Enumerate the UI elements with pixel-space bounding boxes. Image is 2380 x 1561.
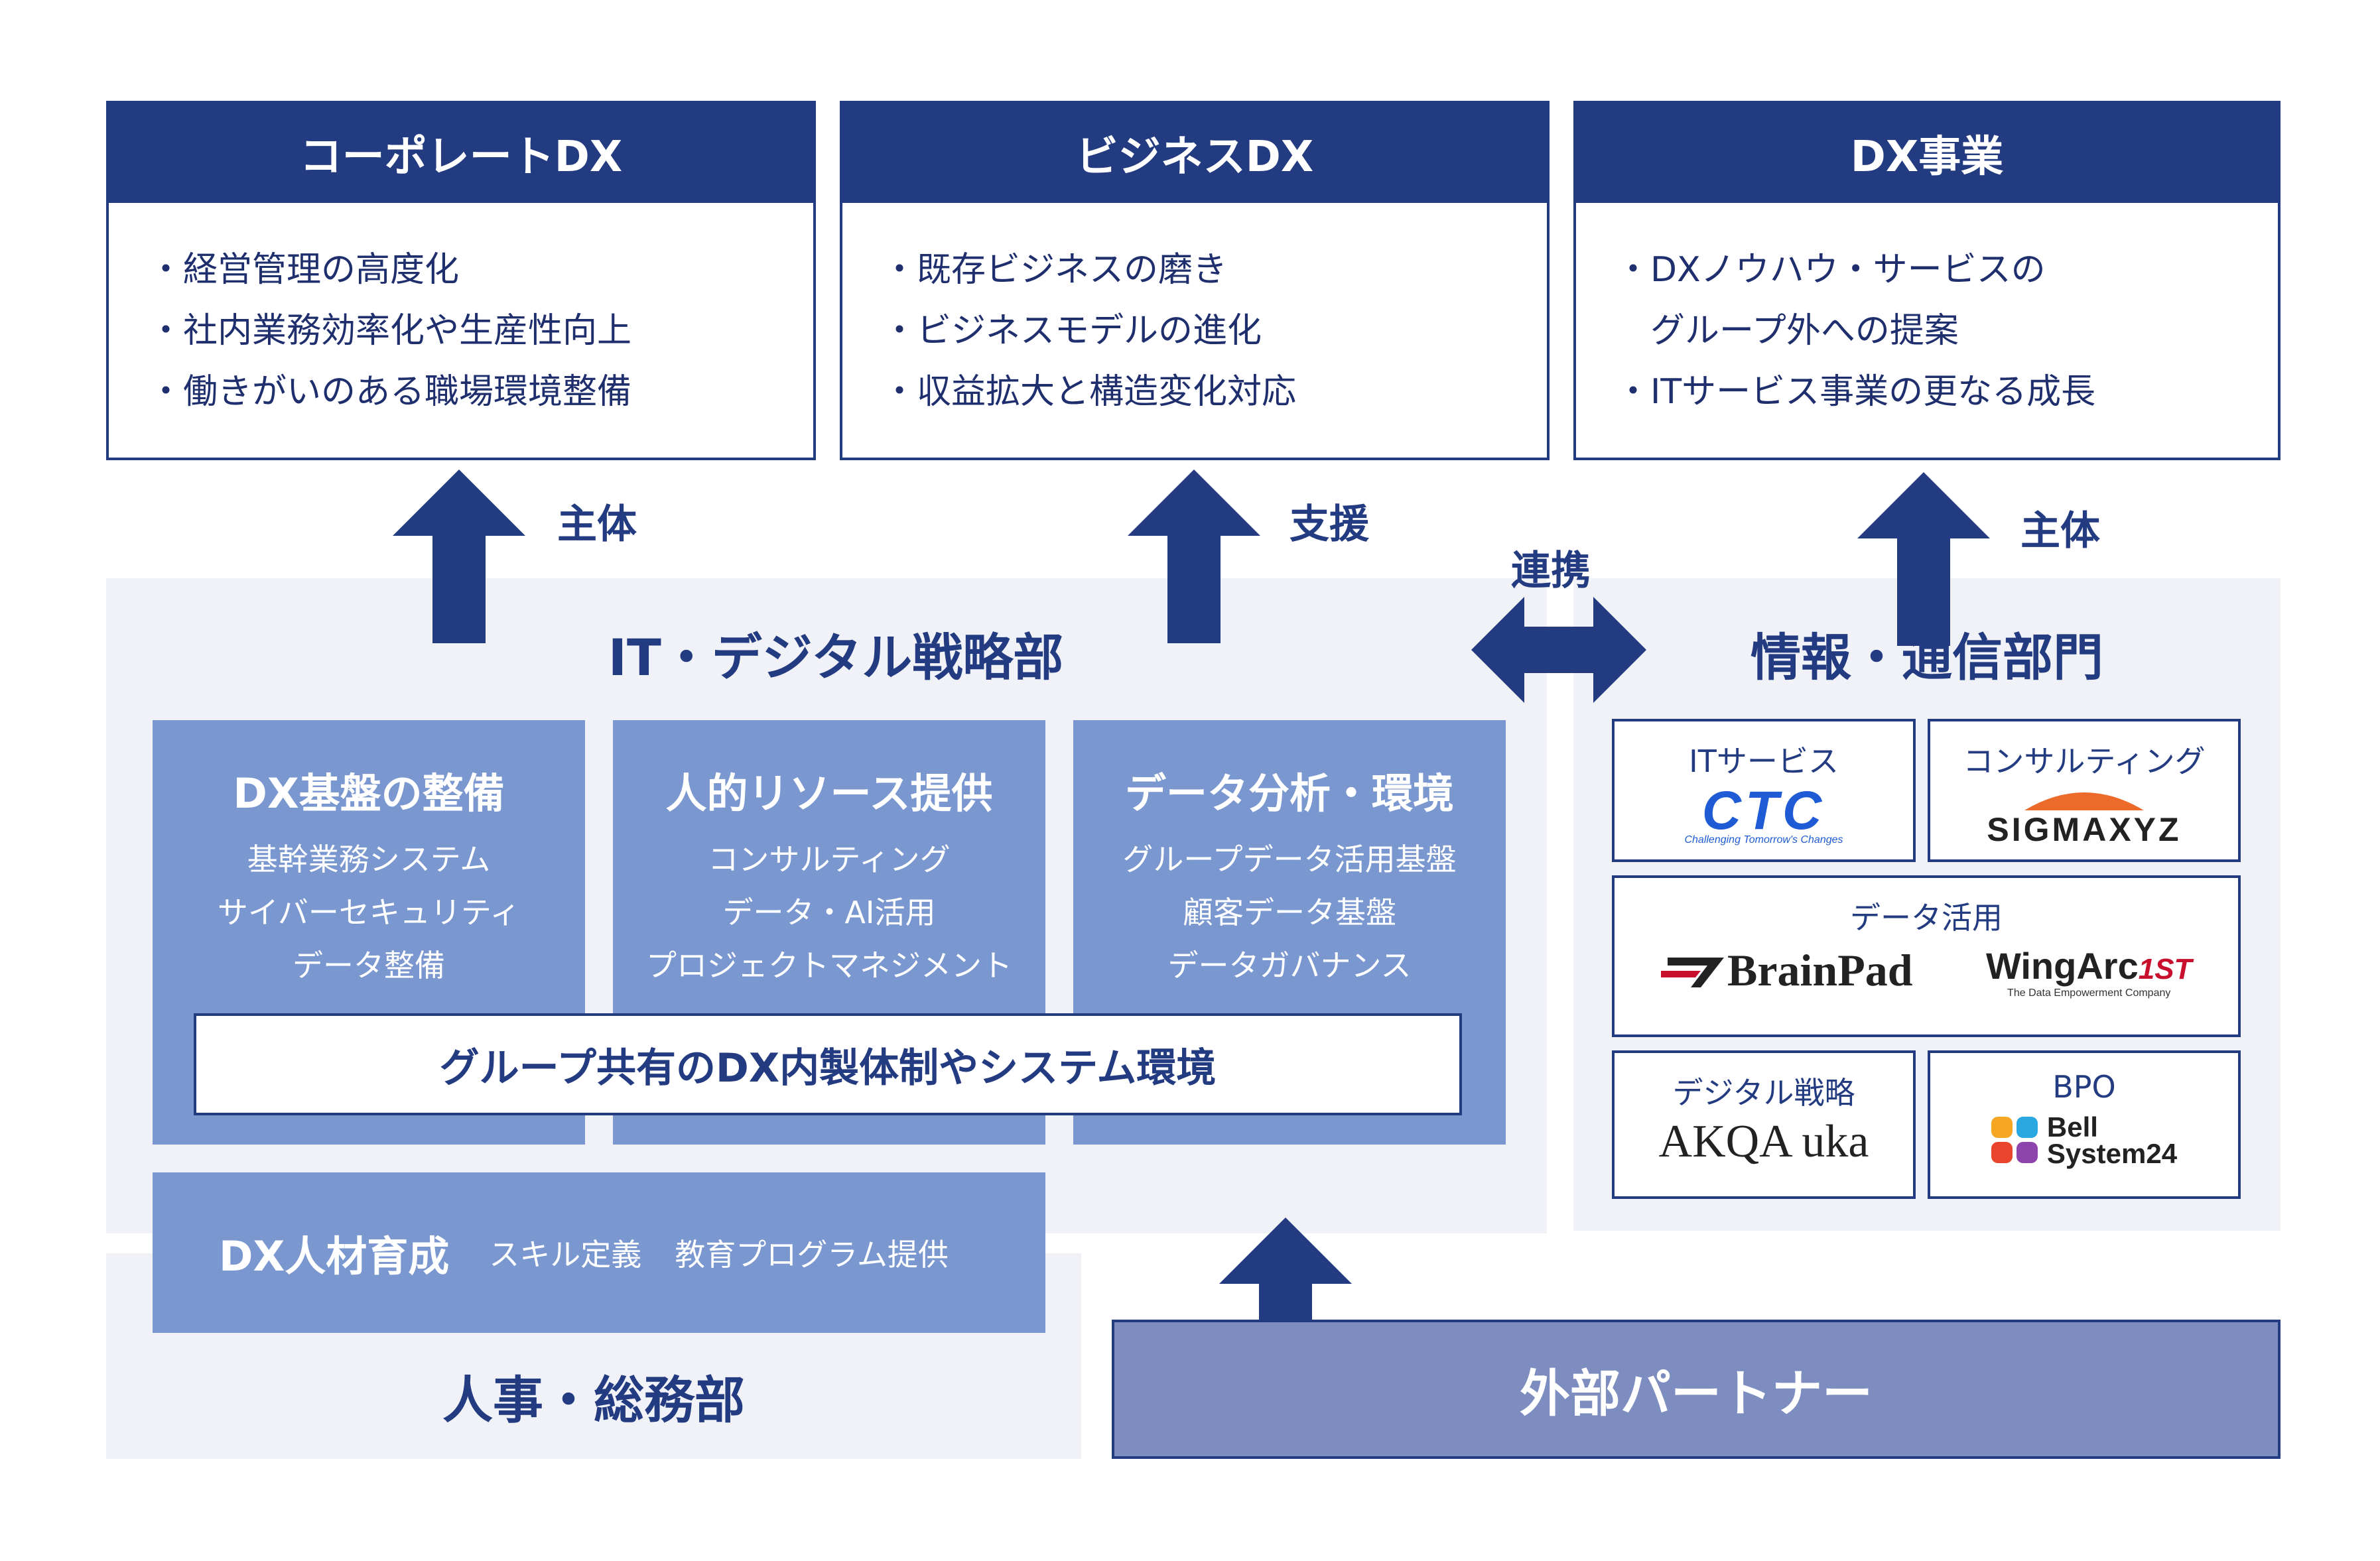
external-partner-box: 外部パートナー [1112,1320,2281,1459]
company-cell-label: BPO [2052,1069,2116,1105]
arrow-label-main: 主体 [2020,508,2100,554]
hr-training-item: 教育プログラム提供 [675,1237,949,1273]
goal-item: 収益拡大と構造変化対応 [917,372,1297,412]
arrow-up-icon [393,469,525,643]
sigmaxyz-logo: SIGMAXYZ [1987,811,2182,848]
goal-item: ITサービス事業の更なる成長 [1650,372,2096,412]
goal-item: グループ外への提案 [1650,311,1959,351]
function-item: サイバーセキュリティ [217,895,521,930]
goal-item: 働きがいのある職場環境整備 [183,372,632,412]
wingarc-logo: WingArc [1986,945,2139,987]
hr-training-title: DX人材育成 [219,1232,450,1280]
brainpad-mark-icon [1661,957,1724,987]
bell-system-logo-group: Bell System24 [1930,1111,2238,1169]
arrow-label-main: 主体 [557,501,637,548]
akqa-uka-logo: AKQA uka [1658,1116,1869,1167]
arrow-up-icon [1128,469,1260,643]
arrow-up-icon [1857,472,1990,646]
company-cell-consulting: コンサルティング SIGMAXYZ [1928,719,2241,862]
hr-dept-title: 人事・総務部 [442,1371,745,1430]
shared-environment-box: グループ共有のDX内製体制やシステム環境 [194,1013,1462,1115]
function-item: データガバナンス [1167,948,1412,983]
hr-training-bar: DX人材育成 スキル定義 教育プログラム提供 [153,1172,1045,1333]
company-cell-label: デジタル戦略 [1672,1075,1855,1111]
function-item: 顧客データ基盤 [1183,895,1396,930]
function-title: データ分析・環境 [1124,769,1454,818]
function-title: DX基盤の整備 [233,769,505,818]
goal-item: DXノウハウ・サービスの [1650,250,2046,290]
company-cell-it-service: ITサービス CTC Challenging Tomorrow's Change… [1612,719,1916,862]
hr-training-item: スキル定義 [489,1237,642,1273]
wingarc-tagline: The Data Empowerment Company [2007,987,2171,999]
link-label: 連携 [1511,548,1591,594]
brainpad-logo-group: BrainPad [1661,944,1913,997]
company-cell-digital-strategy: デジタル戦略 AKQA uka [1612,1050,1916,1199]
bell-logo-line: Bell [2046,1111,2098,1143]
goal-title: コーポレートDX [109,103,813,203]
it-dept-title: IT・デジタル戦略部 [608,628,1064,687]
brainpad-logo: BrainPad [1727,945,1913,995]
goal-box-dx-business: DX事業 ・DXノウハウ・サービスの グループ外への提案 ・ITサービス事業の更… [1573,101,2281,460]
double-arrow-icon [1471,597,1646,703]
bell-system-mark-icon [1991,1117,2038,1163]
goal-box-corporate-dx: コーポレートDX ・経営管理の高度化 ・社内業務効率化や生産性向上 ・働きがいの… [106,101,816,460]
function-item: コンサルティング [708,842,951,877]
goal-item: 社内業務効率化や生産性向上 [183,311,632,351]
company-cell-bpo: BPO Bell System24 [1928,1050,2241,1199]
goal-item: ビジネスモデルの進化 [917,311,1262,351]
function-item: データ・AI活用 [722,895,936,930]
goal-item: 既存ビジネスの磨き [917,250,1228,290]
goal-title: DX事業 [1576,103,2278,203]
goal-item: 経営管理の高度化 [183,250,460,290]
company-cell-label: ITサービス [1689,743,1839,779]
goal-title: ビジネスDX [842,103,1547,203]
system24-logo-line: System24 [2046,1138,2178,1169]
ctc-tagline: Challenging Tomorrow's Changes [1684,834,1843,845]
function-item: グループデータ活用基盤 [1122,842,1457,877]
company-cell-label: コンサルティング [1963,743,2206,779]
function-item: プロジェクトマネジメント [646,948,1012,983]
sigmaxyz-arc-icon [2024,792,2144,810]
goal-box-business-dx: ビジネスDX ・既存ビジネスの磨き ・ビジネスモデルの進化 ・収益拡大と構造変化… [840,101,1550,460]
function-item: データ整備 [293,948,445,983]
company-cell-data-utilization: データ活用 BrainPad WingArc1ST The Data Empow… [1612,875,2241,1037]
function-title: 人的リソース提供 [665,769,993,818]
ctc-logo: CTC [1701,780,1826,841]
function-item: 基幹業務システム [247,842,491,877]
info-dept-title: 情報・通信部門 [1751,628,2103,687]
company-cell-label: データ活用 [1850,900,2003,936]
arrow-label-support: 支援 [1289,501,1369,548]
wingarc-1st-logo: 1ST [2138,953,2192,985]
wingarc-logo-group: WingArc1ST The Data Empowerment Company [1986,944,2192,999]
